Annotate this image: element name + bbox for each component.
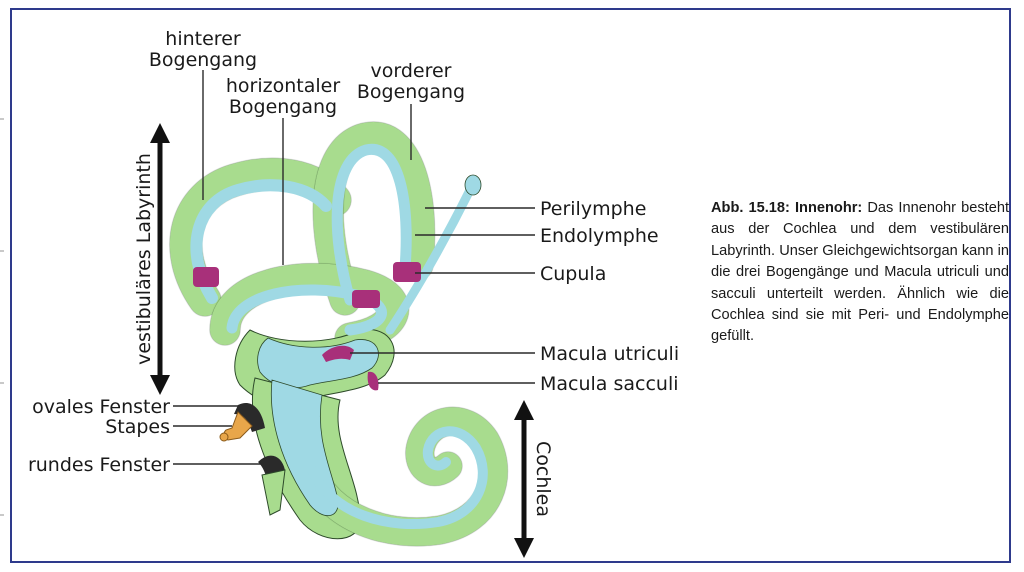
label-vestibulaeres-labyrinth: vestibuläres Labyrinth — [133, 153, 155, 365]
anterior-canal-endolymph — [331, 143, 412, 306]
windows-and-stapes — [219, 402, 286, 516]
label-vorderer-1: vorderer — [371, 60, 452, 82]
horizontal-canal-perilymph — [210, 263, 409, 353]
label-hinterer-1: hinterer — [165, 28, 241, 50]
macula-sacculi-shape — [367, 371, 379, 391]
label-macula-sacculi: Macula sacculi — [540, 373, 679, 395]
endolymph-layer — [190, 143, 488, 530]
margin-tick — [0, 118, 4, 120]
label-perilymphe: Perilymphe — [540, 198, 646, 220]
label-horizontaler-2: Bogengang — [229, 96, 337, 118]
sensory-structures — [193, 262, 421, 391]
label-cochlea: Cochlea — [532, 441, 554, 517]
lower-stem-peri — [261, 469, 286, 516]
posterior-canal-perilymph — [169, 158, 351, 316]
endolymphatic-sac — [464, 174, 482, 196]
label-macula-utriculi: Macula utriculi — [540, 343, 679, 365]
cupula-horizontal — [352, 290, 380, 308]
cupula-posterior — [193, 267, 219, 287]
endolymphatic-duct — [385, 185, 475, 335]
caption-text: Das Innenohr besteht aus der Cochlea und… — [711, 200, 1009, 345]
label-ovales-fenster: ovales Fenster — [32, 396, 170, 418]
figure-caption: Abb. 15.18: Innenohr: Das Innenohr beste… — [711, 198, 1009, 348]
stapes-head — [219, 432, 229, 442]
label-endolymphe: Endolymphe — [540, 225, 659, 247]
macula-utriculi-shape — [322, 345, 354, 362]
cochlea-perilymph — [296, 407, 508, 546]
label-horizontaler-1: horizontaler — [226, 75, 340, 97]
diagram-labels: hinterer Bogengang horizontaler Bogengan… — [28, 28, 679, 517]
oval-window — [234, 402, 265, 432]
figure-frame — [10, 8, 1011, 563]
cupula-anterior — [393, 262, 421, 282]
label-stapes: Stapes — [105, 416, 170, 438]
leader-lines — [173, 70, 535, 465]
margin-tick — [0, 514, 4, 516]
margin-tick — [0, 250, 4, 252]
label-hinterer-2: Bogengang — [149, 49, 257, 71]
posterior-canal-endolymph — [190, 179, 332, 304]
label-rundes-fenster: rundes Fenster — [28, 454, 170, 476]
margin-tick — [0, 382, 4, 384]
label-vorderer-2: Bogengang — [357, 81, 465, 103]
anterior-canal-perilymph — [313, 122, 435, 315]
label-cupula: Cupula — [540, 263, 606, 285]
caption-title: Abb. 15.18: Innenohr: — [711, 200, 863, 216]
round-window — [258, 455, 285, 476]
cochlea-endolymph — [307, 426, 488, 530]
